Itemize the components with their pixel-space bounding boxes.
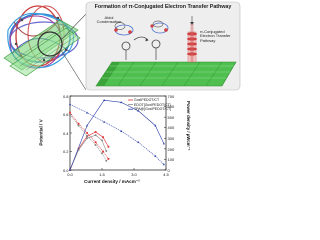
y-right-tick-label: 400 bbox=[167, 125, 175, 131]
illustration-layer bbox=[3, 1, 241, 91]
series-power-point bbox=[77, 147, 80, 150]
magnifier-circle bbox=[37, 31, 63, 57]
series-potential-point bbox=[69, 113, 71, 116]
series-power-point bbox=[94, 131, 97, 133]
performance-chart bbox=[68, 95, 167, 171]
series-power-point bbox=[86, 137, 89, 140]
series-power-point bbox=[162, 142, 165, 145]
series-potential-point bbox=[120, 129, 123, 132]
series-power-point bbox=[94, 134, 97, 137]
series-potential-point bbox=[85, 111, 89, 114]
y-right-tick-label: 500 bbox=[167, 114, 175, 120]
y-right-tick-label: 700 bbox=[167, 93, 175, 99]
series-power-point bbox=[137, 109, 140, 112]
y-right-tick-label: 200 bbox=[167, 146, 175, 152]
y-left-tick-label: 0.8 bbox=[62, 93, 69, 99]
series-power-point bbox=[68, 168, 72, 171]
series-potential-point bbox=[102, 150, 104, 153]
panel-title: Formation of π-Conjugated Electron Trans… bbox=[94, 4, 232, 10]
series-potential-point bbox=[69, 111, 71, 114]
y-right-tick-label: 300 bbox=[167, 135, 175, 141]
series-potential-point bbox=[103, 120, 106, 123]
series-power-point bbox=[105, 149, 108, 152]
cluster-dots bbox=[14, 16, 68, 62]
y-left-tick-label: 0.6 bbox=[62, 112, 69, 118]
series-potential-point bbox=[94, 141, 97, 144]
series-power-point bbox=[101, 139, 103, 142]
x-tick-label: 4.5 bbox=[163, 172, 169, 178]
y-left-tick-label: 0.2 bbox=[62, 149, 69, 155]
series-power-point bbox=[85, 124, 89, 127]
series-power-point bbox=[107, 145, 110, 148]
series-potential-point bbox=[162, 163, 165, 166]
legend-entry-label: EDOT[GoxIPEDOT/CT] bbox=[134, 102, 171, 107]
figure-canvas: Formation of π-Conjugated Electron Trans… bbox=[3, 1, 241, 184]
series-potential-line bbox=[69, 104, 165, 165]
series-potential-point bbox=[137, 141, 140, 144]
legend-entry-label: TPA@[GoxIPEDOT/CT] bbox=[134, 107, 172, 112]
molecule-cluster-right bbox=[150, 20, 169, 34]
y-axis-right-title: Power density / μWcm⁻² bbox=[186, 101, 191, 151]
series-potential-line bbox=[69, 112, 109, 160]
aldol-label: Aldol Condensation bbox=[96, 15, 122, 25]
series-power-line bbox=[69, 131, 109, 171]
x-tick-label: 3.0 bbox=[131, 172, 137, 178]
polymer-network-illustration bbox=[3, 5, 87, 91]
series-potential-point bbox=[77, 122, 80, 125]
x-tick-label: 0.0 bbox=[67, 172, 73, 178]
cellulose-fibers bbox=[3, 19, 81, 77]
y-right-tick-label: 100 bbox=[167, 157, 175, 163]
series-potential-point bbox=[86, 132, 88, 134]
aldol-arrow bbox=[133, 36, 149, 41]
aldol-arrowhead bbox=[145, 38, 149, 42]
series-potential-point bbox=[107, 158, 110, 160]
electron-pathway-stack bbox=[187, 22, 197, 63]
pathway-arrowhead bbox=[190, 22, 194, 25]
series-potential-point bbox=[105, 159, 108, 162]
zoom-line-top bbox=[60, 13, 87, 41]
series-potential-point bbox=[154, 154, 157, 157]
y-right-tick-label: 600 bbox=[167, 104, 175, 110]
y-left-tick-label: 0.4 bbox=[62, 130, 69, 136]
series-potential-point bbox=[77, 124, 80, 127]
series-potential-point bbox=[68, 103, 72, 106]
x-tick-label: 1.5 bbox=[99, 172, 105, 178]
molecule-cluster-left bbox=[114, 22, 134, 36]
series-potential-point bbox=[94, 144, 97, 147]
pathway-label: π-Conjugated Electron Transfer Pathway bbox=[200, 29, 231, 43]
y-right-tick-label: 0 bbox=[167, 167, 170, 173]
series-power-line bbox=[69, 134, 107, 171]
legend-entry-label: GoxIPEDOT/CT bbox=[134, 98, 160, 102]
cellulose-surface bbox=[95, 61, 237, 87]
series-potential-point bbox=[101, 152, 103, 155]
series-power-point bbox=[102, 136, 104, 139]
series-potential-point bbox=[86, 134, 89, 137]
series-power-point bbox=[120, 101, 123, 104]
y-left-tick-label: 0.0 bbox=[62, 167, 69, 173]
y-axis-left-title: Potential / V bbox=[38, 119, 44, 146]
zoom-line-bottom bbox=[60, 49, 87, 91]
series-power-point bbox=[154, 124, 157, 127]
series-power-point bbox=[103, 99, 106, 102]
zoom-panel bbox=[85, 1, 241, 91]
x-axis-title: Current density / mAcm⁻² bbox=[84, 179, 140, 184]
